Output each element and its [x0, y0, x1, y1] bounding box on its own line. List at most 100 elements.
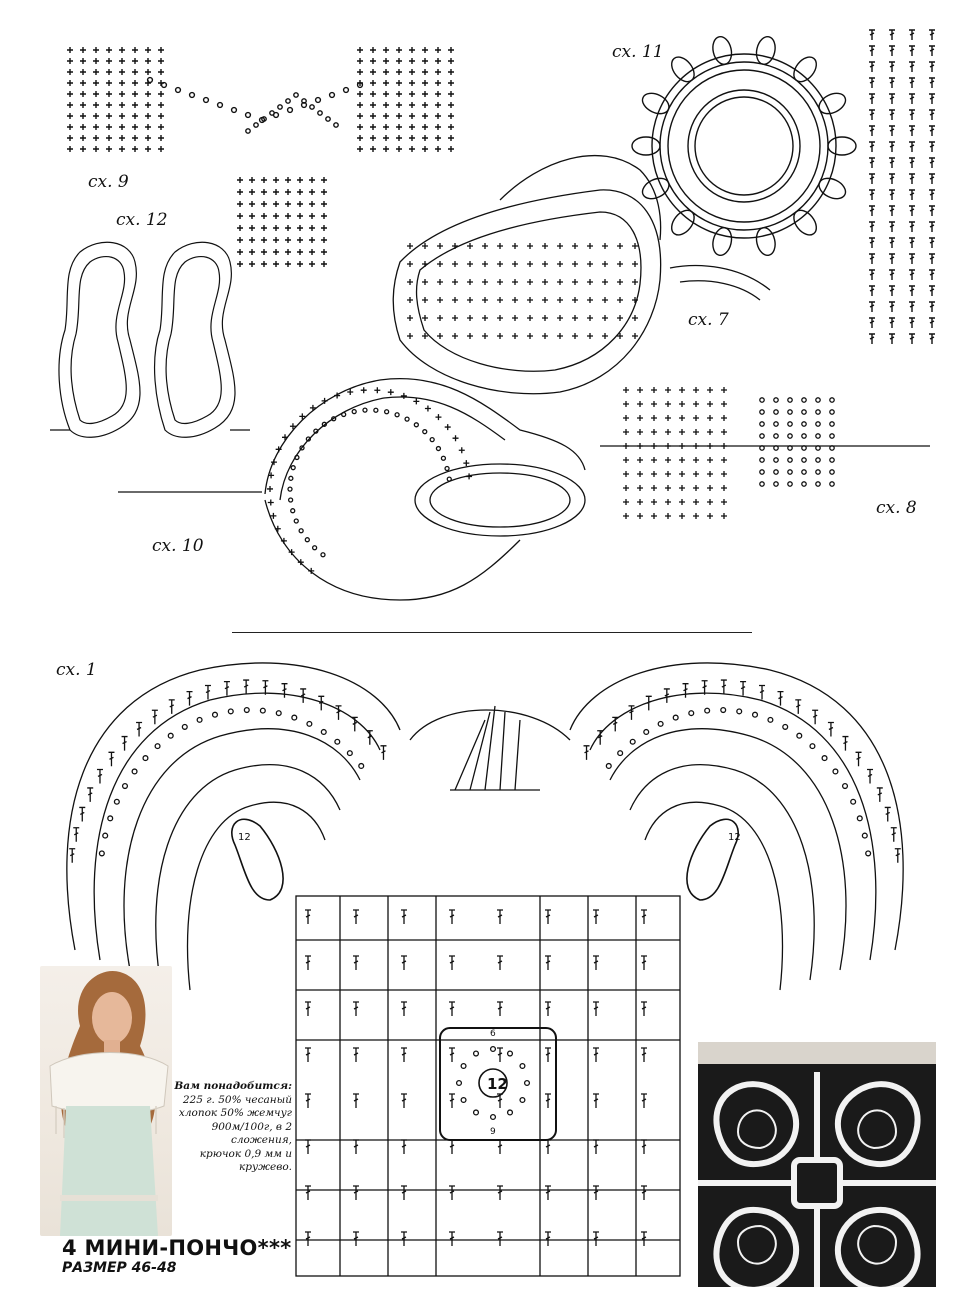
stitch-symbol: [512, 333, 518, 339]
chain-symbol: [773, 445, 779, 451]
stitch-symbol: [889, 205, 895, 216]
stitch-symbol: [707, 499, 713, 505]
stitch-symbol: [401, 1185, 407, 1200]
chain-symbol: [275, 710, 282, 717]
stitch-symbol: [482, 297, 488, 303]
chain-symbol: [245, 128, 251, 134]
stitch-symbol: [249, 189, 255, 195]
chain-symbol: [317, 110, 323, 116]
stitch-symbol: [929, 29, 935, 40]
chain-symbol: [298, 528, 304, 534]
stitch-symbol: [482, 261, 488, 267]
stitch-symbol: [422, 279, 428, 285]
picot-loop: [818, 177, 847, 200]
picot-loop: [670, 209, 695, 236]
chain-symbol: [243, 706, 250, 714]
stitch-symbol: [869, 29, 875, 40]
stitch-symbol: [869, 45, 875, 56]
stitch-symbol: [889, 109, 895, 120]
stitch-symbol: [482, 333, 488, 339]
picot-loop: [670, 56, 695, 83]
stitch-symbol: [679, 485, 685, 491]
stitch-symbol: [889, 29, 895, 40]
chain-symbol: [773, 433, 779, 439]
stitch-symbol: [909, 45, 915, 56]
stitch-symbol: [889, 125, 895, 136]
stitch-symbol: [424, 405, 431, 412]
chain-symbol: [829, 433, 835, 439]
stitch-symbol: [370, 135, 376, 141]
chain-symbol: [167, 732, 174, 739]
stitch-symbol: [321, 225, 327, 231]
stitch-symbol: [679, 457, 685, 463]
stitch-symbol: [593, 1139, 599, 1154]
scheme-1-diagram: [66, 662, 904, 1277]
stitch-symbol: [637, 429, 643, 435]
chain-symbol: [796, 732, 803, 739]
stitch-symbol: [637, 485, 643, 491]
stitch-symbol: [268, 472, 275, 479]
stitch-symbol: [370, 91, 376, 97]
chain-symbol: [107, 815, 114, 822]
chain-symbol: [720, 706, 727, 714]
stitch-symbol: [422, 124, 428, 130]
stitch-symbol: [929, 253, 935, 264]
stitch-symbol: [929, 285, 935, 296]
stitch-symbol: [67, 146, 73, 152]
stitch-symbol: [707, 387, 713, 393]
stitch-symbol: [422, 243, 428, 249]
stitch-symbol: [80, 102, 86, 108]
stitch-symbol: [557, 297, 563, 303]
stitch-symbol: [422, 135, 428, 141]
stitch-symbol: [321, 249, 327, 255]
stitch-symbol: [527, 297, 533, 303]
chain-symbol: [643, 728, 650, 736]
stitch-symbol: [249, 237, 255, 243]
stitch-symbol: [437, 243, 443, 249]
stitch-symbol: [909, 285, 915, 296]
stitch-symbol: [889, 61, 895, 72]
scheme-7-label: сх. 7: [688, 310, 729, 330]
stitch-symbol: [422, 80, 428, 86]
stitch-symbol: [285, 261, 291, 267]
product-title: 4 МИНИ-ПОНЧО***: [62, 1236, 292, 1260]
chain-symbol: [444, 465, 450, 472]
stitch-symbol: [285, 249, 291, 255]
chain-symbol: [356, 81, 364, 89]
scheme-9-diagram: [67, 47, 454, 267]
stitch-symbol: [497, 1139, 503, 1154]
stitch-symbol: [795, 699, 802, 714]
stitch-symbol: [889, 45, 895, 56]
stitch-symbol: [261, 189, 267, 195]
stitch-symbol: [69, 848, 76, 863]
chain-symbol: [333, 122, 339, 128]
stitch-symbol: [759, 684, 766, 700]
chain-symbol: [460, 1062, 467, 1070]
stitch-symbol: [407, 261, 413, 267]
chain-symbol: [394, 412, 400, 418]
stitch-symbol: [93, 91, 99, 97]
chain-symbol: [230, 106, 238, 114]
chain-symbol: [98, 850, 105, 857]
picot-loop: [712, 227, 733, 257]
stitch-symbol: [482, 279, 488, 285]
scheme-9-label: сх. 9: [88, 172, 129, 192]
stitch-symbol: [617, 297, 623, 303]
stitch-symbol: [132, 113, 138, 119]
chain-symbol: [277, 104, 283, 110]
stitch-symbol: [617, 315, 623, 321]
stitch-symbol: [889, 333, 895, 344]
chain-symbol: [829, 457, 835, 463]
stitch-symbol: [929, 157, 935, 168]
chain-symbol: [787, 481, 793, 487]
stitch-symbol: [267, 499, 274, 506]
stitch-symbol: [623, 471, 629, 477]
chain-symbol: [309, 104, 315, 110]
stitch-symbol: [651, 443, 657, 449]
stitch-symbol: [145, 58, 151, 64]
stitch-symbol: [383, 135, 389, 141]
stitch-symbol: [67, 135, 73, 141]
scheme-8-diagram: [600, 387, 930, 519]
model-photo: [40, 966, 172, 1236]
stitch-symbol: [435, 102, 441, 108]
